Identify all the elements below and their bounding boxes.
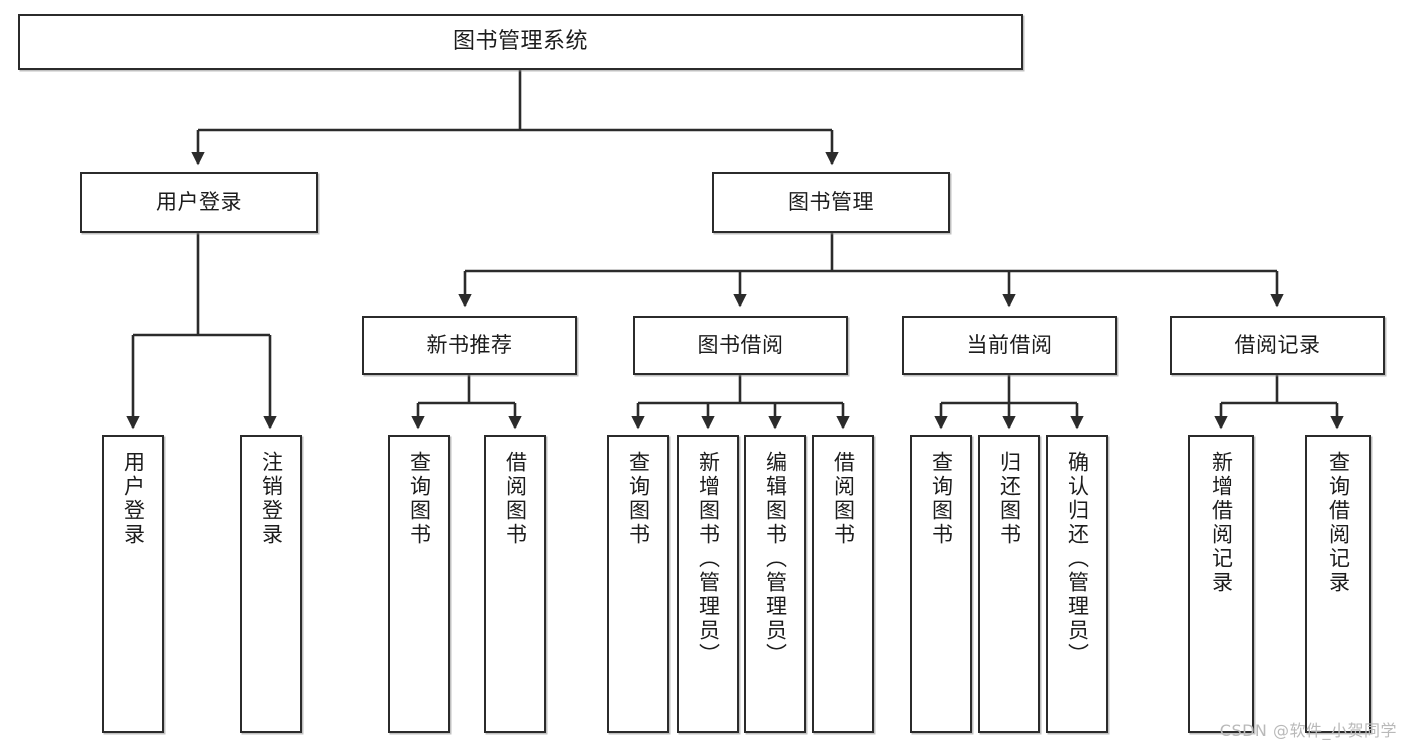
node-borrow-records[interactable]: 借阅记录 xyxy=(1170,316,1385,375)
node-label: 当前借阅 xyxy=(966,333,1053,358)
node-label: 借阅记录 xyxy=(1234,333,1321,358)
leaf-logout-login[interactable]: 注销登录 xyxy=(240,435,302,733)
node-new-book-recommend[interactable]: 新书推荐 xyxy=(362,316,577,375)
node-label: 新书推荐 xyxy=(426,333,513,358)
node-label: 用户登录 xyxy=(121,451,146,547)
node-label: 借阅图书 xyxy=(831,451,856,547)
node-book-management[interactable]: 图书管理 xyxy=(712,172,950,233)
node-label: 图书管理 xyxy=(788,190,874,215)
node-label: 借阅图书 xyxy=(503,451,528,547)
node-book-borrow[interactable]: 图书借阅 xyxy=(633,316,848,375)
csdn-watermark: CSDN @软件_小贺同学 xyxy=(1219,721,1397,740)
leaf-add-book-admin[interactable]: 新增图书（管理员） xyxy=(677,435,739,733)
node-label: 查询图书 xyxy=(626,451,651,547)
leaf-user-login[interactable]: 用户登录 xyxy=(102,435,164,733)
node-label: 编辑图书（管理员） xyxy=(763,451,788,667)
node-label: 图书管理系统 xyxy=(452,29,588,55)
leaf-add-borrow-record[interactable]: 新增借阅记录 xyxy=(1188,435,1254,733)
leaf-borrow-books[interactable]: 借阅图书 xyxy=(812,435,874,733)
node-label: 确认归还（管理员） xyxy=(1065,451,1090,667)
node-label: 查询图书 xyxy=(929,451,954,547)
leaf-edit-book-admin[interactable]: 编辑图书（管理员） xyxy=(744,435,806,733)
leaf-return-books[interactable]: 归还图书 xyxy=(978,435,1040,733)
leaf-confirm-return-admin[interactable]: 确认归还（管理员） xyxy=(1046,435,1108,733)
node-label: 注销登录 xyxy=(259,451,284,547)
node-label: 查询图书 xyxy=(407,451,432,547)
node-label: 查询借阅记录 xyxy=(1326,451,1351,595)
node-label: 用户登录 xyxy=(156,190,242,215)
node-label: 图书借阅 xyxy=(697,333,784,358)
node-label: 归还图书 xyxy=(997,451,1022,547)
leaf-query-books-recommend[interactable]: 查询图书 xyxy=(388,435,450,733)
node-label: 新增借阅记录 xyxy=(1209,451,1234,595)
leaf-query-books-borrow[interactable]: 查询图书 xyxy=(607,435,669,733)
node-current-borrow[interactable]: 当前借阅 xyxy=(902,316,1117,375)
leaf-query-books-current[interactable]: 查询图书 xyxy=(910,435,972,733)
node-book-management-system[interactable]: 图书管理系统 xyxy=(18,14,1023,70)
leaf-query-borrow-record[interactable]: 查询借阅记录 xyxy=(1305,435,1371,733)
node-label: 新增图书（管理员） xyxy=(696,451,721,667)
leaf-borrow-books-recommend[interactable]: 借阅图书 xyxy=(484,435,546,733)
node-user-login[interactable]: 用户登录 xyxy=(80,172,318,233)
